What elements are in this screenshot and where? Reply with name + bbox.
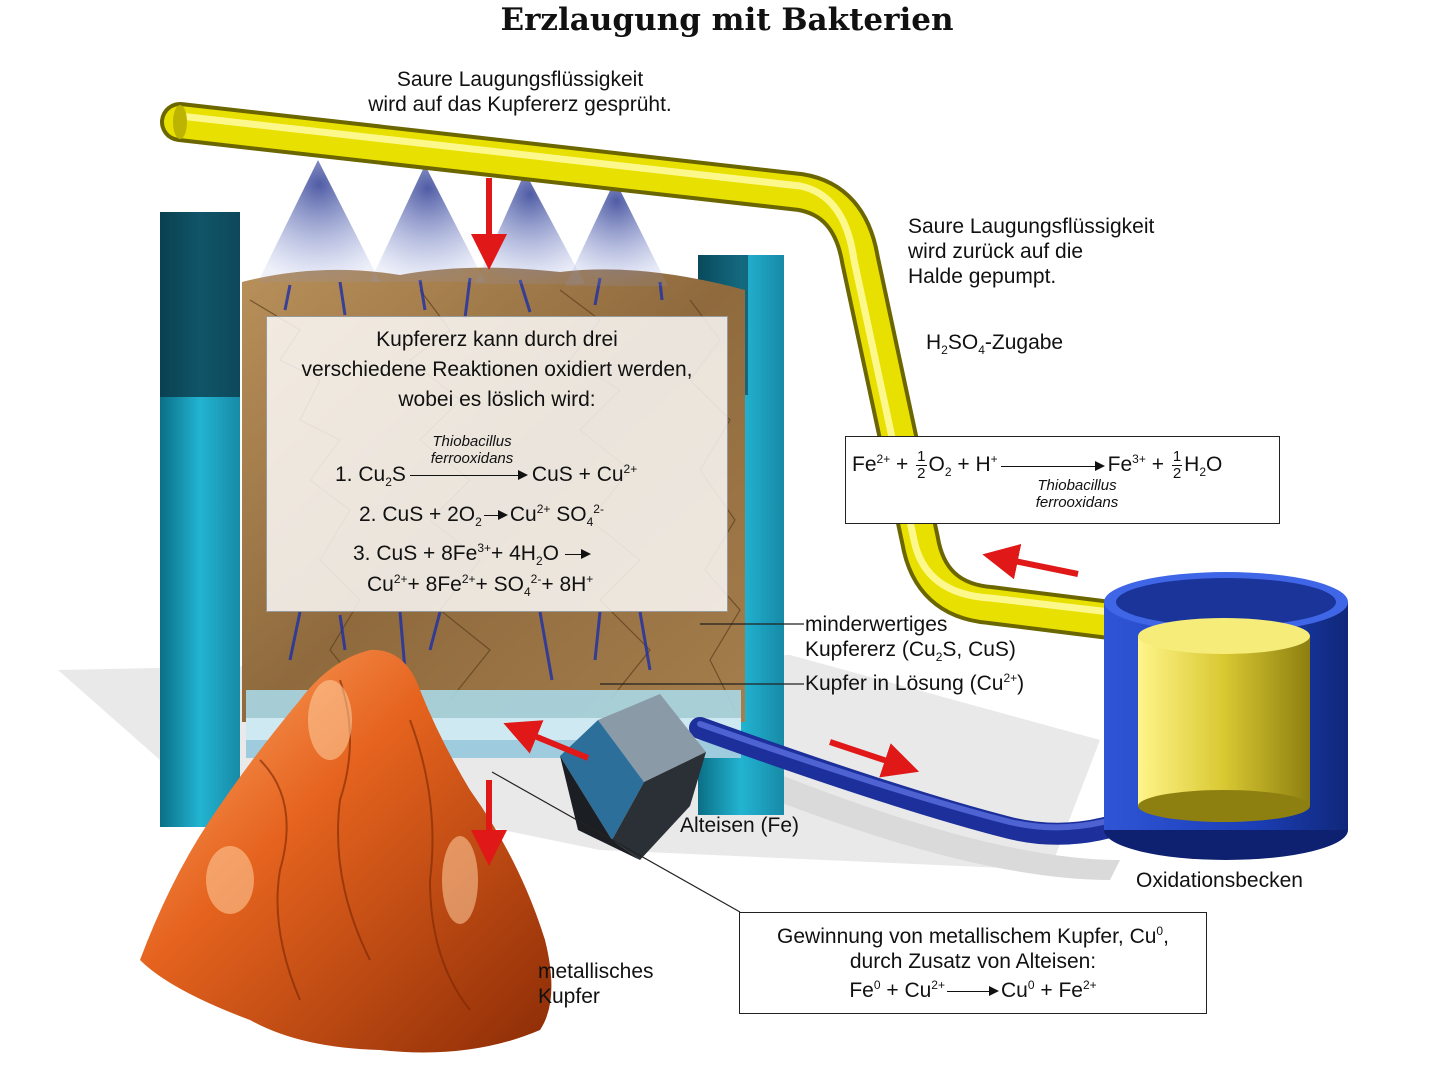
spray-label-line2: wird auf das Kupfererz gesprüht. — [368, 93, 672, 116]
copper-heap — [140, 649, 552, 1053]
copper-recovery-box: Gewinnung von metallischem Kupfer, Cu0, … — [739, 912, 1207, 1014]
return-label-line2: wird zurück auf die — [908, 240, 1084, 263]
return-label-line3: Halde gepumpt. — [908, 265, 1057, 288]
reaction-arrow — [483, 509, 508, 521]
ore-label: minderwertiges Kupfererz (Cu2S, CuS) — [805, 613, 1016, 665]
reaction-arrow — [1000, 460, 1105, 472]
spray-label-line1: Saure Laugungsflüssigkeit — [396, 68, 644, 91]
oxidation-basin-label: Oxidationsbecken — [1136, 869, 1303, 892]
metallic-copper-label: metallisches Kupfer — [538, 960, 654, 1008]
return-label: Saure Laugungsflüssigkeit wird zurück au… — [908, 214, 1154, 289]
copper-solution-label: Kupfer in Lösung (Cu2+) — [805, 671, 1025, 695]
reaction-arrow — [946, 985, 999, 997]
reaction-3a: 3. CuS + 8Fe3++ 4H2O — [353, 542, 591, 567]
scrap-iron-label: Alteisen (Fe) — [680, 814, 800, 837]
iron-box-bacteria: Thiobacillus ferrooxidans — [1035, 477, 1119, 511]
scrap-iron-cube — [560, 694, 706, 860]
oxidation-basin — [1104, 572, 1348, 860]
reaction-3b: Cu2++ 8Fe2++ SO42-+ 8H+ — [367, 572, 594, 600]
reaction-arrow — [565, 548, 591, 560]
spray-label: Saure Laugungsflüssigkeit wird auf das K… — [330, 67, 710, 117]
recovery-line2: durch Zusatz von Alteisen: — [849, 950, 1097, 973]
reactions-box: Kupfererz kann durch drei verschiedene R… — [266, 316, 728, 612]
acid-addition-label: H2SO4-Zugabe — [926, 331, 1064, 358]
reaction1-bacteria: Thiobacillus ferrooxidans — [430, 433, 514, 467]
flow-arrows — [471, 178, 1079, 866]
recovery-line1: Gewinnung von metallischem Kupfer, Cu0, — [777, 924, 1169, 948]
reaction-arrow — [409, 469, 528, 481]
return-label-line1: Saure Laugungsflüssigkeit — [908, 215, 1155, 238]
page-title: Erzlaugung mit Bakterien — [500, 2, 954, 38]
recovery-equation: Fe0 + Cu2+Cu0 + Fe2+ — [849, 978, 1097, 1002]
reactions-intro: Kupfererz kann durch drei verschiedene R… — [301, 328, 693, 411]
return-pipe — [689, 717, 1161, 845]
